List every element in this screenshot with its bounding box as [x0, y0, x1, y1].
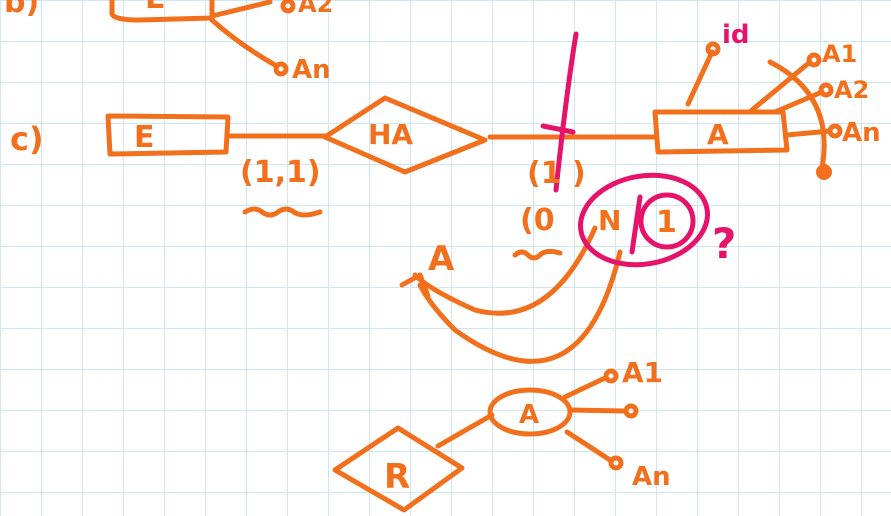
relationship-r-label: R	[384, 457, 410, 497]
r-attr-an-dot	[608, 455, 624, 471]
question-mark: ?	[712, 219, 736, 268]
attr-a2-top-label: A2	[298, 0, 333, 18]
entity-e-top-box	[109, 0, 215, 23]
r-attr-a1-dot	[603, 368, 619, 384]
line-e-to-an-top	[209, 17, 278, 68]
attr-a1-label: A1	[822, 40, 857, 68]
line-a-to-a1-bottom	[562, 375, 608, 400]
attr-a1-dot	[806, 52, 822, 68]
line-a-to-an-bottom	[564, 429, 613, 463]
entity-e-top-label: E	[145, 0, 166, 16]
line-a-to-attr-bottom	[567, 407, 628, 414]
arrow-curve-inner	[417, 249, 623, 364]
attr-an-top-label: An	[292, 55, 331, 85]
highlight-circle-inner	[638, 192, 696, 250]
entity-e-box	[105, 113, 231, 157]
attr-a2-dot	[818, 82, 834, 98]
part-c-label: c)	[10, 120, 44, 158]
relationship-ha-diamond	[322, 95, 488, 175]
wavy-underline-2	[512, 248, 563, 261]
attr-a2-top-dot	[280, 0, 296, 14]
bottom-group	[332, 368, 639, 513]
line-e-to-a2-top	[209, 0, 273, 19]
highlight-circle-outer	[578, 172, 710, 268]
wavy-underline-1	[242, 206, 323, 218]
line-a-to-a2	[772, 89, 825, 115]
relationship-ha-label: HA	[368, 118, 413, 151]
r-attr-an-label: An	[632, 462, 671, 492]
part-c-shapes	[105, 41, 843, 364]
cardinality-one: 1	[656, 205, 677, 240]
cardinality-e-side: (1,1)	[240, 155, 321, 190]
assoc-a-label: A	[519, 400, 539, 430]
highlight-cross	[540, 123, 576, 135]
attr-id-dot	[705, 41, 721, 57]
arrow-label-a: A	[428, 239, 455, 279]
cardinality-alt-open: (0	[520, 203, 555, 238]
cardinality-a-side: (1 )	[527, 156, 586, 191]
cardinality-n: N	[598, 204, 621, 237]
attr-an-top-dot	[273, 61, 289, 77]
highlight-slash	[629, 194, 643, 255]
line-a-to-id	[685, 49, 715, 107]
attr-id-label: id	[722, 20, 750, 50]
line-r-to-a	[435, 412, 495, 449]
part-b-group	[109, 0, 296, 77]
line-a-to-a1	[749, 59, 813, 113]
highlight-marks	[540, 31, 710, 268]
attr-an-label: An	[842, 118, 881, 148]
arrow-curve-outer	[412, 225, 598, 316]
attr-a2-label: A2	[834, 76, 869, 104]
entity-e-label: E	[134, 120, 155, 155]
r-attr-a1-label: A1	[622, 356, 663, 389]
attr-an-dot	[827, 123, 843, 139]
entity-a-box	[652, 109, 790, 155]
multi-attribute-arc	[767, 59, 827, 171]
part-b-label: b)	[4, 0, 39, 20]
highlight-vertical-line	[553, 31, 579, 193]
multi-attribute-dot	[816, 164, 832, 180]
entity-a-label: A	[707, 118, 729, 151]
arrow-head	[399, 272, 431, 299]
r-attr-mid-dot	[623, 403, 639, 419]
relationship-r-diamond	[332, 425, 465, 513]
